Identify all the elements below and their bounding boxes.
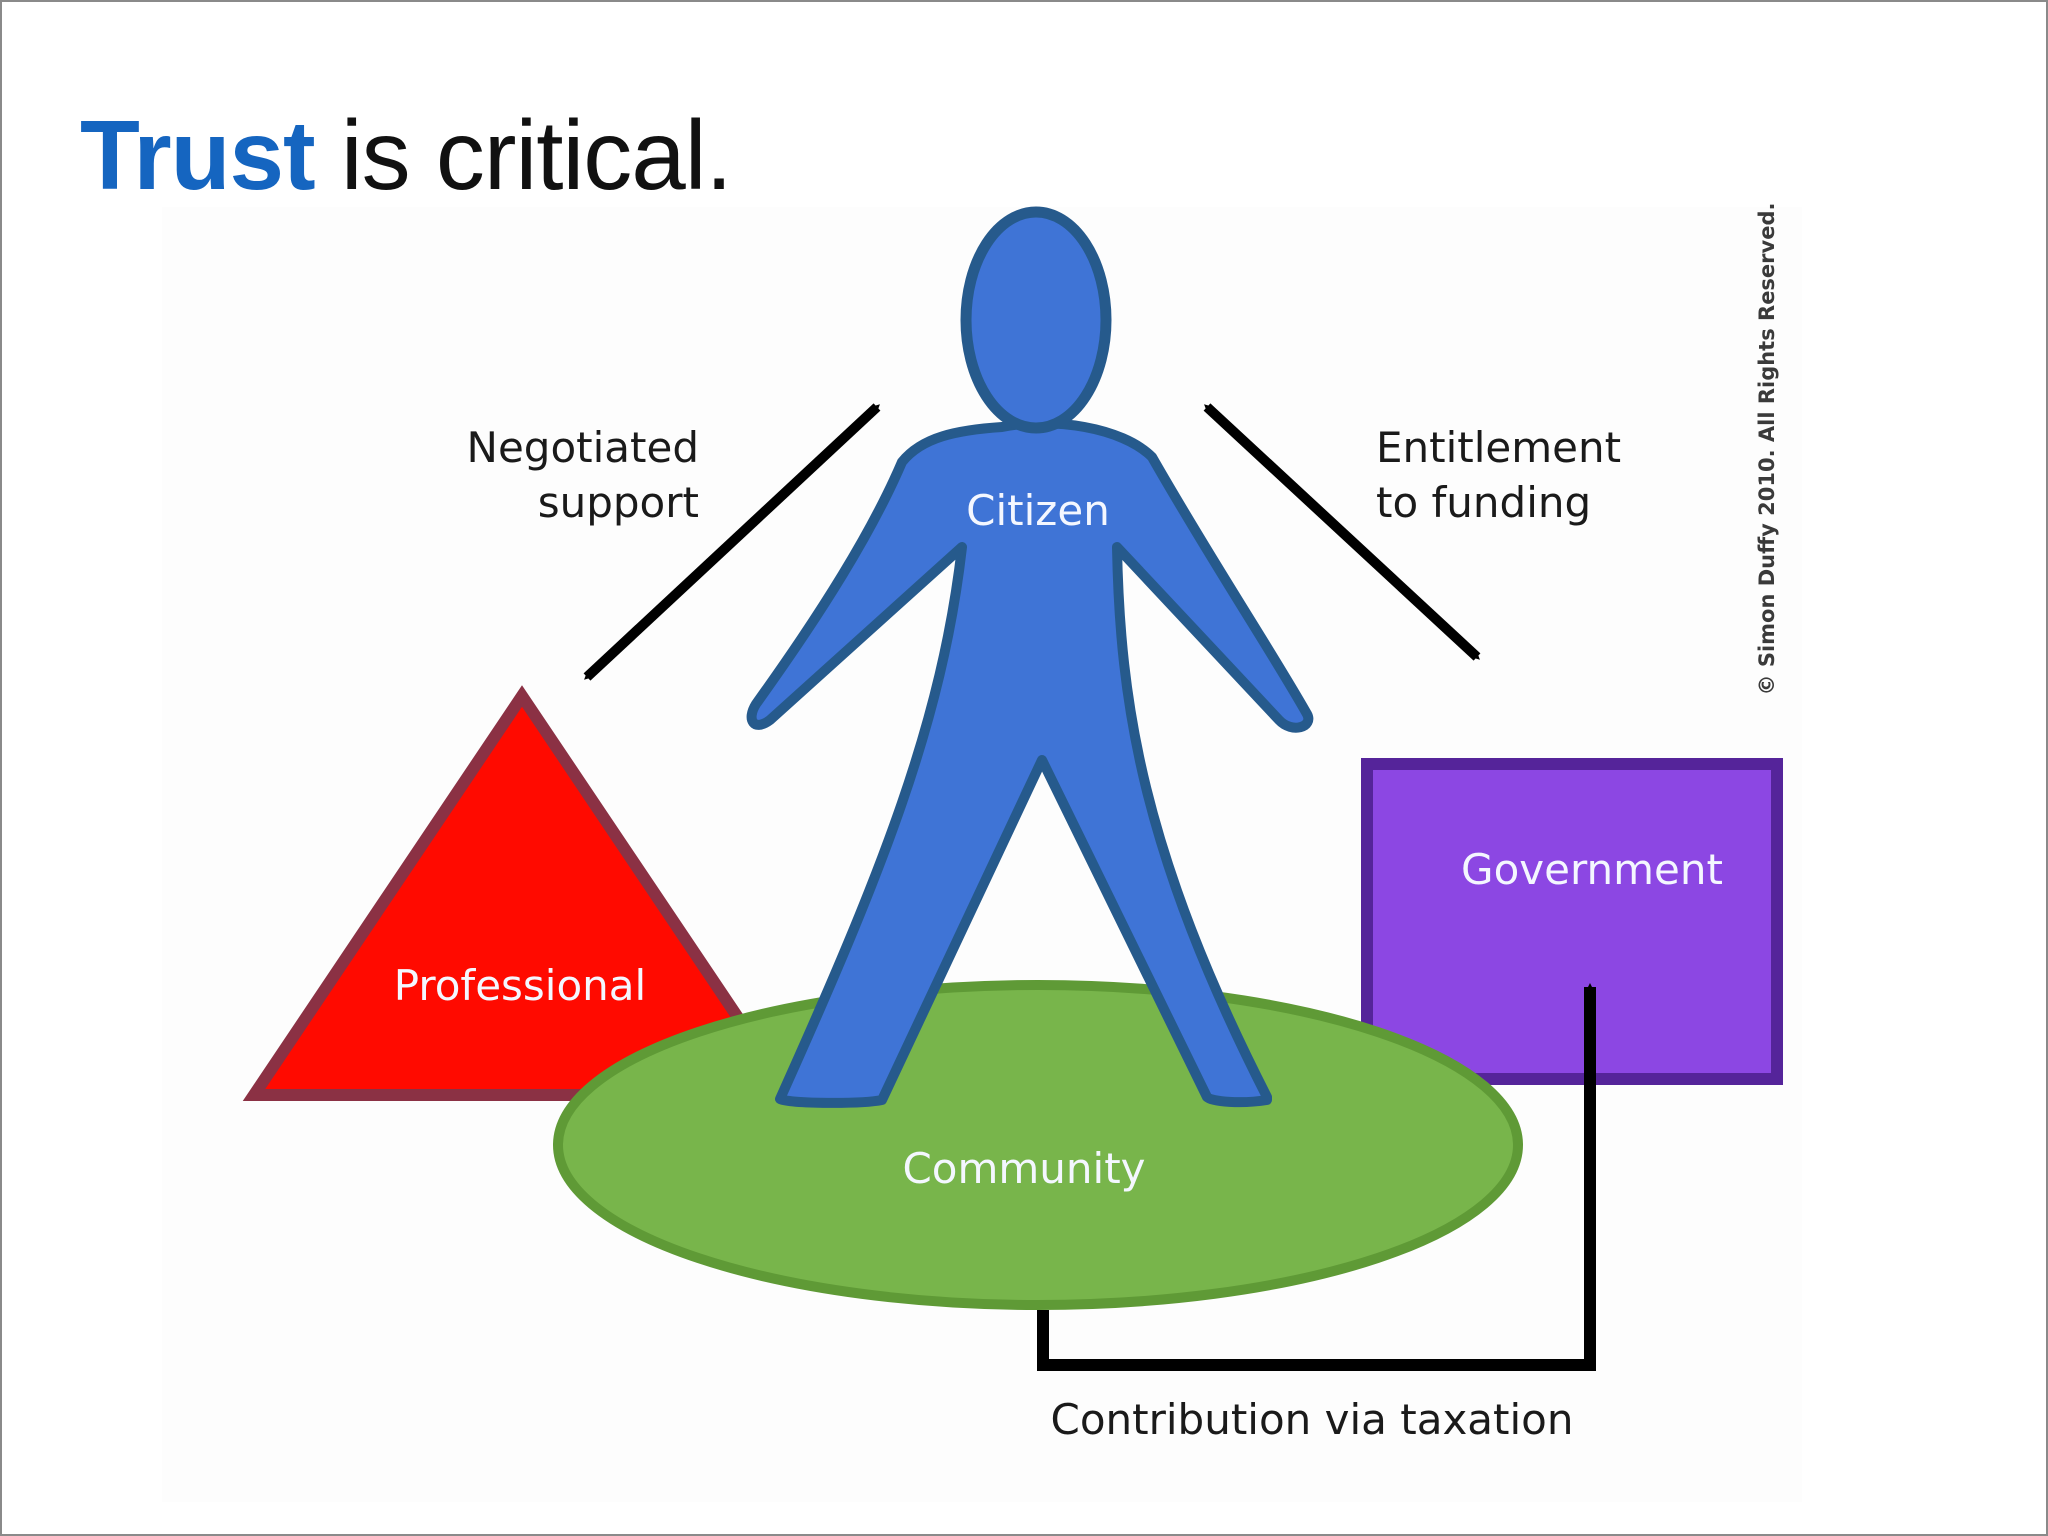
government-square-icon [1361,758,1783,1085]
negotiated-label-line1: Negotiated [467,423,699,472]
title-rest: is critical. [314,100,733,210]
citizen-label: Citizen [966,486,1110,535]
professional-label: Professional [394,961,646,1010]
community-label: Community [902,1144,1145,1193]
entitlement-label-line1: Entitlement [1376,423,1621,472]
negotiated-label-line2: support [538,478,699,527]
government-label: Government [1461,845,1723,894]
entitlement-label-line2: to funding [1376,478,1591,527]
professional-triangle-icon [242,685,802,1101]
copyright-notice: © Simon Duffy 2010. All Rights Reserved. [1755,203,1779,696]
contribution-arrow [1037,983,1596,1371]
slide-title: Trust is critical. [80,106,733,204]
entitlement-arrow [1203,403,1481,661]
citizen-figure-icon [746,206,1314,1108]
contribution-label: Contribution via taxation [1051,1395,1574,1444]
negotiated-support-arrow [583,403,881,681]
title-emphasis: Trust [80,100,316,210]
